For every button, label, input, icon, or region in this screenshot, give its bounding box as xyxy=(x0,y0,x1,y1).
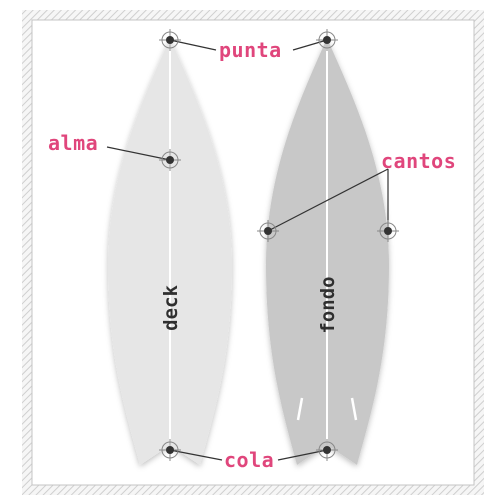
fin-left xyxy=(296,397,304,421)
frame-inner xyxy=(31,19,475,486)
bottom-board: fondo xyxy=(266,38,389,465)
bottom-board-label: fondo xyxy=(317,276,339,333)
callout-labels: punta alma cantos cola xyxy=(48,38,456,472)
deck-board: deck xyxy=(108,38,232,465)
leader-rail-left xyxy=(267,168,389,232)
crosshair-icon xyxy=(316,29,338,51)
deck-board-label: deck xyxy=(160,285,182,331)
leader-stringer xyxy=(106,146,171,161)
crosshair-icon xyxy=(159,29,181,51)
crosshair-icon xyxy=(159,439,181,461)
callout-rails: cantos xyxy=(381,149,456,173)
leader-tail-deck xyxy=(169,449,223,461)
crosshair-icon xyxy=(377,220,399,242)
callout-stringer: alma xyxy=(48,131,98,155)
fin-right xyxy=(350,397,358,421)
frame xyxy=(22,10,484,495)
callout-nose: punta xyxy=(219,38,282,62)
callout-tail: cola xyxy=(224,448,274,472)
crosshair-icon xyxy=(257,220,279,242)
crosshair-icon xyxy=(316,439,338,461)
leader-nose-bottom xyxy=(292,39,328,51)
markers xyxy=(159,29,399,461)
crosshair-icon xyxy=(159,149,181,171)
